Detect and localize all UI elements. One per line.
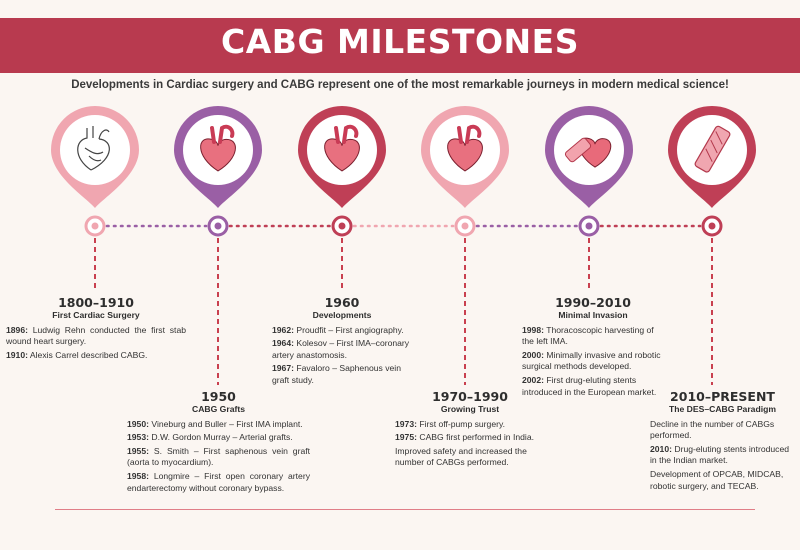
- stent-icon: [564, 137, 592, 163]
- milestone-period: 2010–PRESENT: [670, 389, 775, 404]
- milestone-period: 1990–2010: [555, 295, 631, 310]
- milestone-period: 1950: [201, 389, 236, 404]
- milestone-entry: 1962: Proudfit – First angiography.: [272, 324, 404, 335]
- milestone-title: First Cardiac Surgery: [52, 310, 140, 320]
- timeline-node-dot: [585, 222, 593, 230]
- milestone-2010-present: 2010–PRESENT The DES–CABG Paradigm Decli…: [650, 389, 795, 492]
- milestone-title: Developments: [312, 310, 372, 320]
- milestone-1970-1990: 1970–1990 Growing Trust 1973: First off-…: [395, 389, 545, 469]
- aorta-vessel: [457, 124, 482, 144]
- milestone-entry: 1967: Favaloro – Saphenous vein graft st…: [272, 363, 401, 385]
- page-title: CABG MILESTONES: [221, 22, 579, 61]
- drug-eluting-stent-icon: [694, 125, 731, 173]
- bottom-divider: [55, 509, 755, 510]
- aorta-vessel: [334, 124, 359, 144]
- milestone-entry: 2000: Minimally invasive and robotic sur…: [522, 349, 661, 372]
- page-subtitle: Developments in Cardiac surgery and CABG…: [71, 79, 729, 91]
- heart-icon: [324, 138, 360, 172]
- milestone-entry: Decline in the number of CABGs performed…: [650, 418, 775, 441]
- milestone-title: The DES–CABG Paradigm: [669, 404, 776, 414]
- milestone-period: 1800–1910: [58, 295, 134, 310]
- milestone-entry: 1896: Ludwig Rehn conducted the first st…: [6, 324, 186, 347]
- timeline-node-dot: [708, 222, 716, 230]
- milestone-1800-1910: 1800–1910 First Cardiac Surgery 1896: Lu…: [6, 295, 186, 361]
- milestone-entry: 2010: Drug-eluting stents introduced in …: [650, 443, 790, 466]
- milestone-1950: 1950 CABG Grafts 1950: Vineburg and Bull…: [127, 389, 310, 494]
- milestone-title: Minimal Invasion: [558, 310, 628, 320]
- heart-icon: [447, 138, 483, 172]
- stent-mesh: [705, 131, 723, 162]
- anatomical-heart-sketch-icon: [77, 126, 110, 171]
- milestone-entry: Development of OPCAB, MIDCAB, robotic su…: [650, 468, 784, 491]
- pin-inner-circle: [60, 115, 130, 185]
- milestone-entry: 1955: S. Smith – First saphenous vein gr…: [127, 445, 310, 468]
- milestone-entry: 1910: Alexis Carrel described CABG.: [6, 349, 148, 360]
- milestone-title: CABG Grafts: [191, 404, 245, 414]
- milestone-entry: 1998: Thoracoscopic harvesting of the le…: [522, 324, 654, 347]
- milestone-period: 1970–1990: [432, 389, 508, 404]
- heart-icon: [200, 138, 236, 172]
- milestone-entry: 1950: Vineburg and Buller – First IMA im…: [127, 418, 303, 429]
- timeline-node-dot: [214, 222, 222, 230]
- milestone-1960: 1960 Developments 1962: Proudfit – First…: [272, 295, 412, 387]
- milestone-entry: 1958: Longmire – First open coronary art…: [127, 470, 310, 493]
- milestone-title: Growing Trust: [440, 404, 500, 414]
- milestone-entry: 1964: Kolesov – First IMA–coronary arter…: [272, 338, 410, 360]
- milestone-entry: 1953: D.W. Gordon Murray – Arterial graf…: [127, 432, 293, 443]
- milestone-entry: Improved safety and increased the number…: [395, 445, 527, 468]
- milestone-entry: 2002: First drug-eluting stents introduc…: [522, 374, 657, 397]
- milestone-period: 1960: [324, 295, 360, 310]
- aorta-vessel: [210, 124, 235, 144]
- title-banner: [0, 18, 800, 73]
- timeline-node-dot: [91, 222, 99, 230]
- timeline-node-dot: [338, 222, 346, 230]
- milestone-entry: 1973: First off-pump surgery.: [395, 418, 506, 429]
- milestone-entry: 1975: CABG first performed in India.: [395, 432, 534, 443]
- timeline-node-dot: [461, 222, 469, 230]
- milestone-1990-2010: 1990–2010 Minimal Invasion 1998: Thoraco…: [522, 295, 664, 398]
